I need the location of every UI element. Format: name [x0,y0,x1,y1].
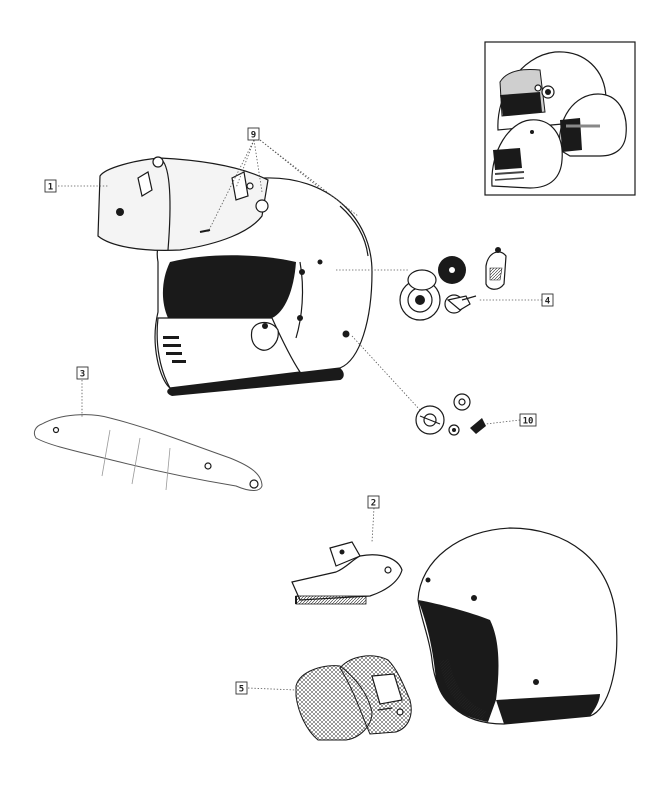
callout-9-label: 9 [251,131,256,141]
open-face-liner [418,600,499,722]
open-face-helmet [417,527,618,725]
inset-jet-helmet [491,119,563,189]
visor-part [97,156,269,251]
callout-1-label: 1 [48,183,53,193]
inset-helmet-range [484,41,636,196]
inset-open-face-helmet [558,93,627,157]
callout-3: 3 [76,366,89,380]
leader-lines [58,139,542,691]
callout-10: 10 [519,413,537,427]
callout-10-label: 10 [523,417,534,427]
eye-port [162,255,296,318]
callout-4-label: 4 [545,297,551,307]
pivot-plate-kit-part [415,393,486,436]
chin-vents [163,336,186,363]
callout-4: 4 [541,293,554,307]
helmet-trim [167,368,344,396]
cheek-pads-part [295,655,412,741]
callout-1: 1 [44,179,57,193]
visor-pivot-kit-part [399,247,507,321]
callout-5-label: 5 [239,685,244,695]
callout-5: 5 [235,681,248,695]
comfort-liner-part [291,541,403,605]
callout-2-label: 2 [371,499,376,509]
callout-9: 9 [247,127,260,141]
callout-2: 2 [367,495,380,509]
pivot-hole-lower [342,330,350,338]
visor-strip-part [33,414,263,491]
callout-3-label: 3 [80,370,85,380]
chin-vent-cover [250,321,279,351]
